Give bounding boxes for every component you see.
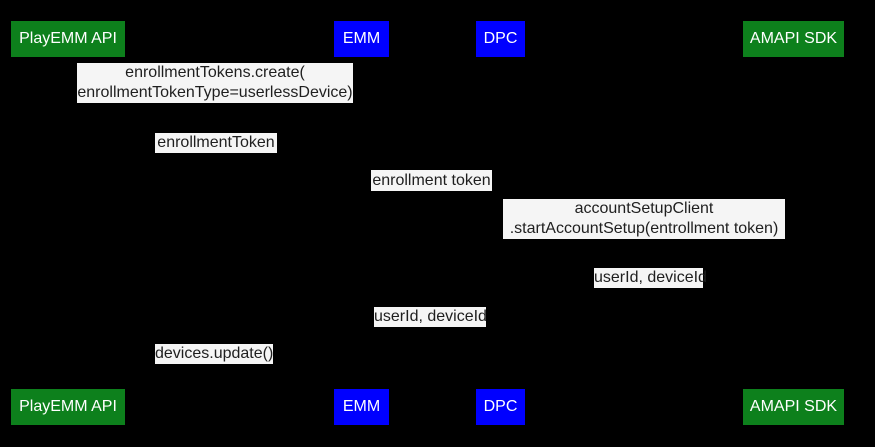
message-line: accountSetupClient [574, 200, 714, 217]
message-line: enrollmentTokens.create( [125, 64, 305, 81]
message-line: enrollmentTokenType=userlessDevice) [77, 84, 353, 101]
actor-playemm-api-bottom: PlayEMM API [11, 389, 125, 425]
actor-dpc-top: DPC [476, 21, 525, 57]
message-line: userId, deviceId [374, 308, 487, 325]
actor-amapi-sdk-bottom: AMAPI SDK [743, 389, 844, 425]
message-userid-deviceid-2: userId, deviceId [374, 307, 487, 327]
message-start-account-setup: accountSetupClient .startAccountSetup(en… [503, 199, 785, 239]
actor-dpc-bottom: DPC [476, 389, 525, 425]
message-line: devices.update() [155, 345, 274, 362]
message-line: .startAccountSetup(entrollment token) [509, 220, 779, 237]
message-enrollment-token: enrollment token [371, 170, 492, 191]
message-line: enrollmentToken [157, 134, 275, 151]
message-userid-deviceid-1: userId, deviceId [594, 268, 707, 288]
message-line: enrollment token [372, 172, 491, 189]
message-devices-update: devices.update() [155, 344, 273, 364]
message-enrollmenttoken: enrollmentToken [155, 133, 277, 153]
actor-playemm-api-top: PlayEMM API [11, 21, 125, 57]
actor-emm-top: EMM [334, 21, 389, 57]
actor-amapi-sdk-top: AMAPI SDK [743, 21, 844, 57]
message-enrollmenttokens-create: enrollmentTokens.create( enrollmentToken… [77, 63, 353, 103]
actor-emm-bottom: EMM [334, 389, 389, 425]
message-line: userId, deviceId [594, 269, 707, 286]
